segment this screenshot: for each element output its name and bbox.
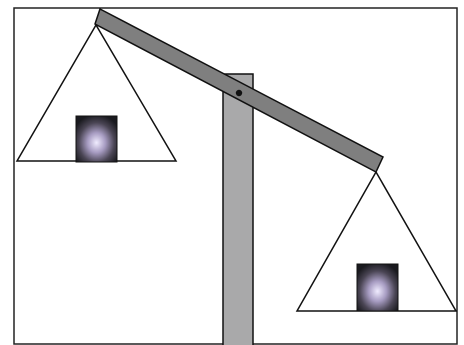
left-pan-cube <box>76 116 117 162</box>
pivot-point <box>236 90 242 96</box>
support-post <box>223 74 253 345</box>
right-pan-cube <box>357 264 398 311</box>
